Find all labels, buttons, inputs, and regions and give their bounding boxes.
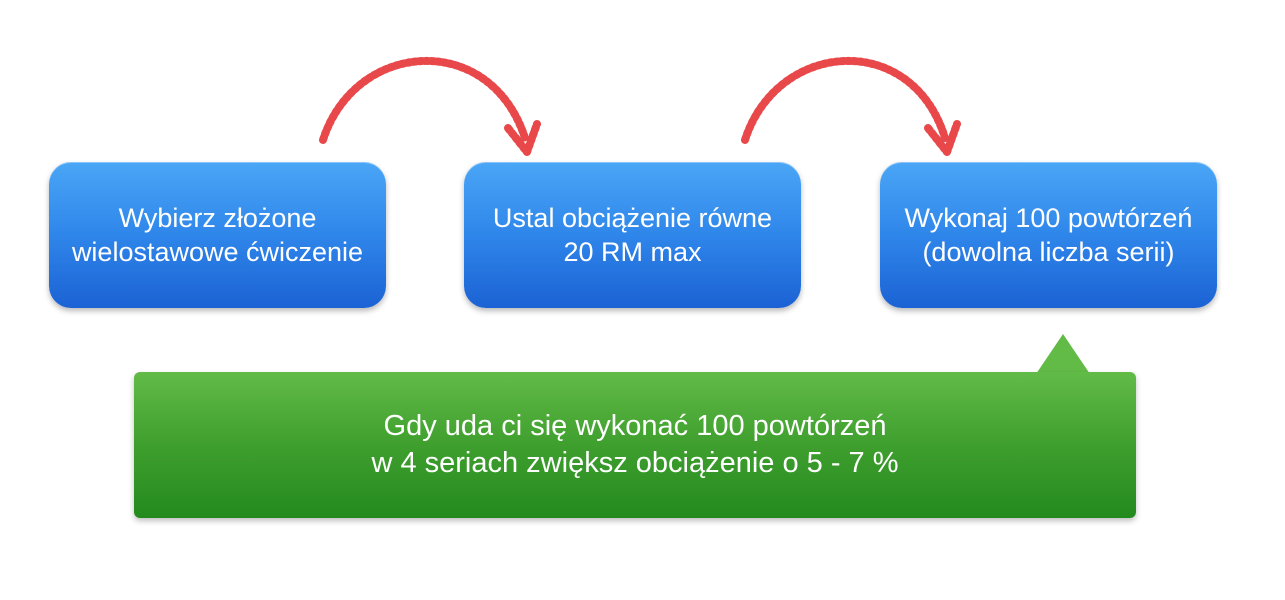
step-box-2: Ustal obciążenie równe 20 RM max: [464, 162, 801, 308]
callout-label: Gdy uda ci się wykonać 100 powtórzeń w 4…: [371, 410, 899, 479]
step-box-1: Wybierz złożone wielostawowe ćwiczenie: [49, 162, 386, 308]
callout-pointer: [1036, 334, 1090, 374]
callout-box: Gdy uda ci się wykonać 100 powtórzeń w 4…: [134, 372, 1136, 518]
step-1-label: Wybierz złożone wielostawowe ćwiczenie: [71, 203, 364, 267]
arrow-step1-to-step2: [319, 56, 541, 156]
arrow-step2-to-step3: [741, 56, 961, 156]
step-2-label: Ustal obciążenie równe 20 RM max: [492, 203, 773, 267]
step-3-label: Wykonaj 100 powtórzeń (dowolna liczba se…: [904, 203, 1193, 267]
step-box-3: Wykonaj 100 powtórzeń (dowolna liczba se…: [880, 162, 1217, 308]
